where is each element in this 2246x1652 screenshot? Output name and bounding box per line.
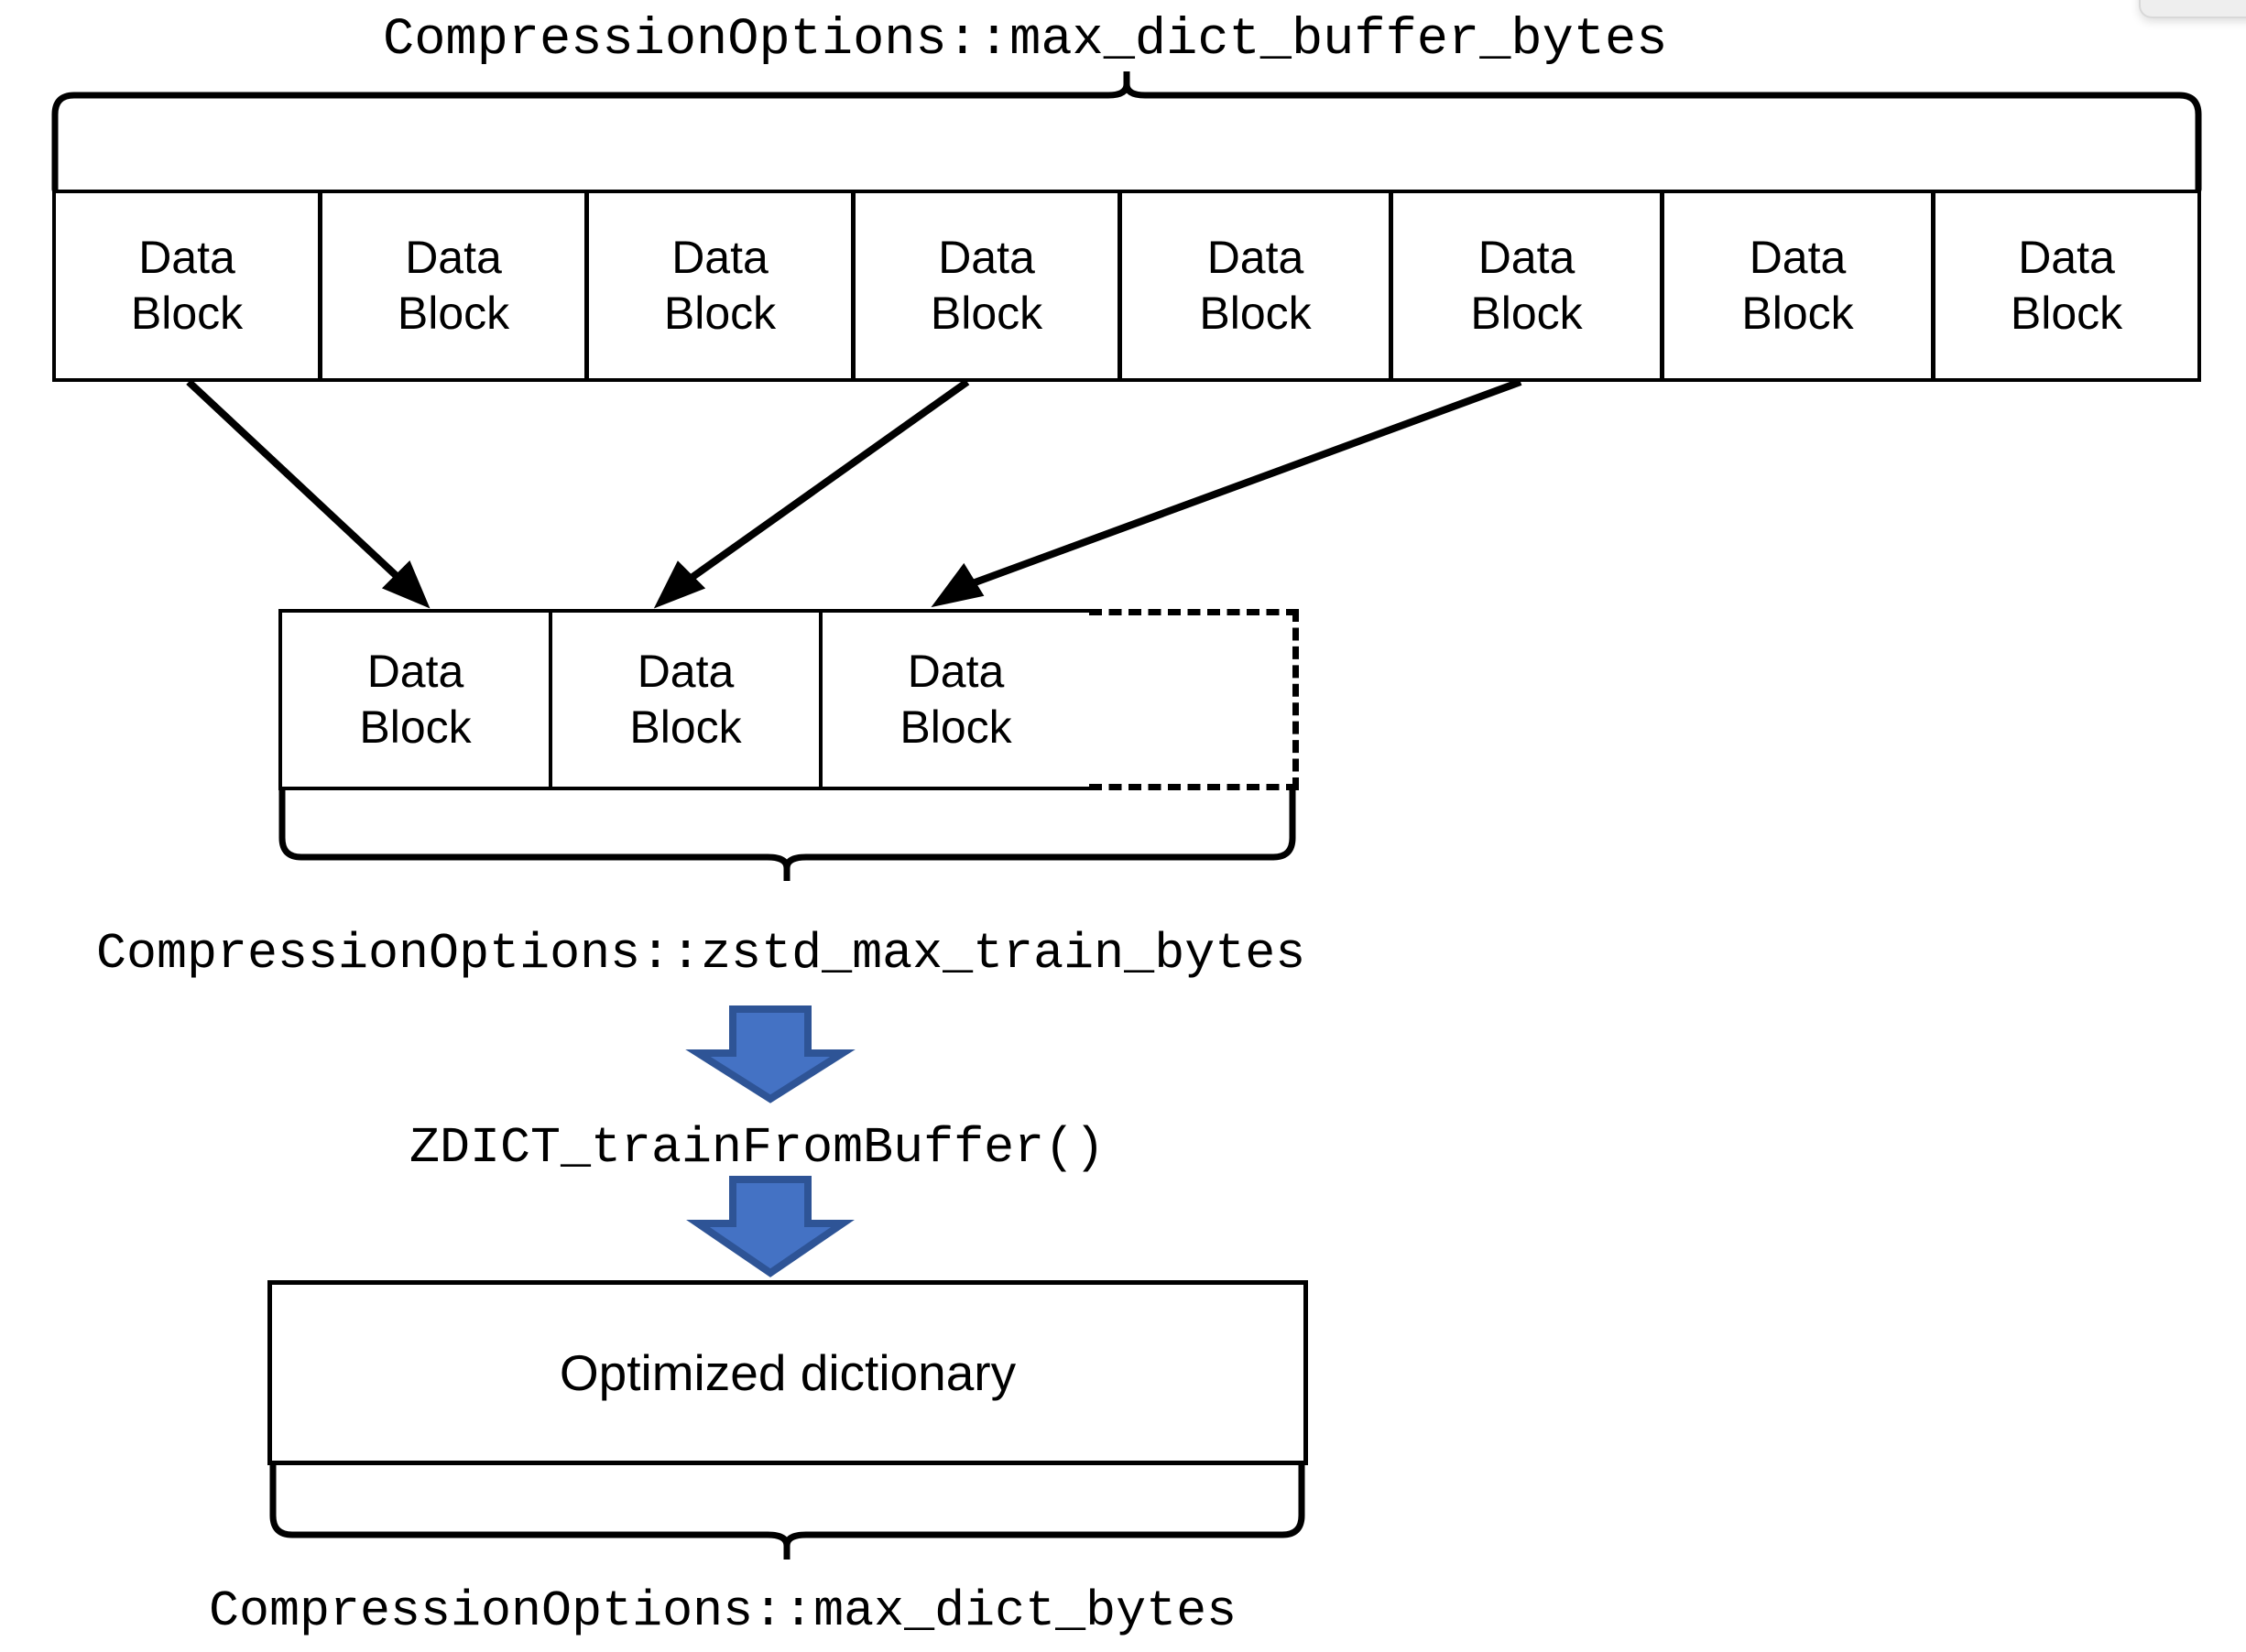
- block-line-1: Data: [405, 232, 502, 283]
- source-data-block[interactable]: Data Block: [1932, 190, 2201, 382]
- sample-data-block[interactable]: Data Block: [278, 609, 552, 790]
- block-line-1: Data: [1477, 232, 1575, 283]
- block-line-2: Block: [130, 288, 244, 339]
- source-data-block[interactable]: Data Block: [52, 190, 322, 382]
- block-line-2: Block: [629, 701, 742, 753]
- block-line-2: Block: [899, 701, 1012, 753]
- block-line-2: Block: [397, 288, 510, 339]
- source-data-block[interactable]: Data Block: [585, 190, 855, 382]
- block-line-1: Data: [907, 646, 1005, 697]
- block-line-1: Data: [366, 646, 464, 697]
- blue-arrow-2: [686, 1176, 855, 1277]
- source-data-block[interactable]: Data Block: [1390, 190, 1663, 382]
- block-line-1: Data: [637, 646, 735, 697]
- label-max-dict-bytes: CompressionOptions::max_dict_bytes: [209, 1582, 1237, 1640]
- brace-sample: [278, 786, 1296, 881]
- block-line-2: Block: [359, 701, 472, 753]
- corner-panel: [2139, 0, 2246, 18]
- blue-arrow-1: [685, 1005, 856, 1103]
- block-line-2: Block: [1741, 288, 1854, 339]
- source-data-block[interactable]: Data Block: [1661, 190, 1935, 382]
- optimized-dictionary-label: Optimized dictionary: [559, 1344, 1017, 1401]
- block-line-2: Block: [1199, 288, 1312, 339]
- block-line-2: Block: [663, 288, 777, 339]
- source-data-block[interactable]: Data Block: [852, 190, 1121, 382]
- block-line-1: Data: [938, 232, 1035, 283]
- label-zdict-train-from-buffer: ZDICT_trainFromBuffer(): [409, 1119, 1106, 1177]
- block-line-2: Block: [1470, 288, 1583, 339]
- label-zstd-max-train-bytes: CompressionOptions::zstd_max_train_bytes: [96, 925, 1306, 983]
- optimized-dictionary-box[interactable]: Optimized dictionary: [267, 1280, 1308, 1465]
- block-line-1: Data: [138, 232, 235, 283]
- block-line-1: Data: [671, 232, 769, 283]
- source-data-block[interactable]: Data Block: [319, 190, 588, 382]
- brace-top: [51, 71, 2202, 193]
- source-data-block[interactable]: Data Block: [1118, 190, 1392, 382]
- sample-data-block[interactable]: Data Block: [819, 609, 1093, 790]
- sample-data-block[interactable]: Data Block: [549, 609, 823, 790]
- block-line-1: Data: [1749, 232, 1847, 283]
- label-max-dict-buffer-bytes: CompressionOptions::max_dict_buffer_byte…: [383, 11, 1668, 70]
- brace-dictionary: [269, 1462, 1305, 1560]
- block-line-1: Data: [1206, 232, 1304, 283]
- block-line-2: Block: [930, 288, 1043, 339]
- block-line-2: Block: [2010, 288, 2123, 339]
- sample-arrows: [186, 378, 1522, 609]
- block-line-1: Data: [2018, 232, 2115, 283]
- placeholder-block: [1089, 609, 1299, 790]
